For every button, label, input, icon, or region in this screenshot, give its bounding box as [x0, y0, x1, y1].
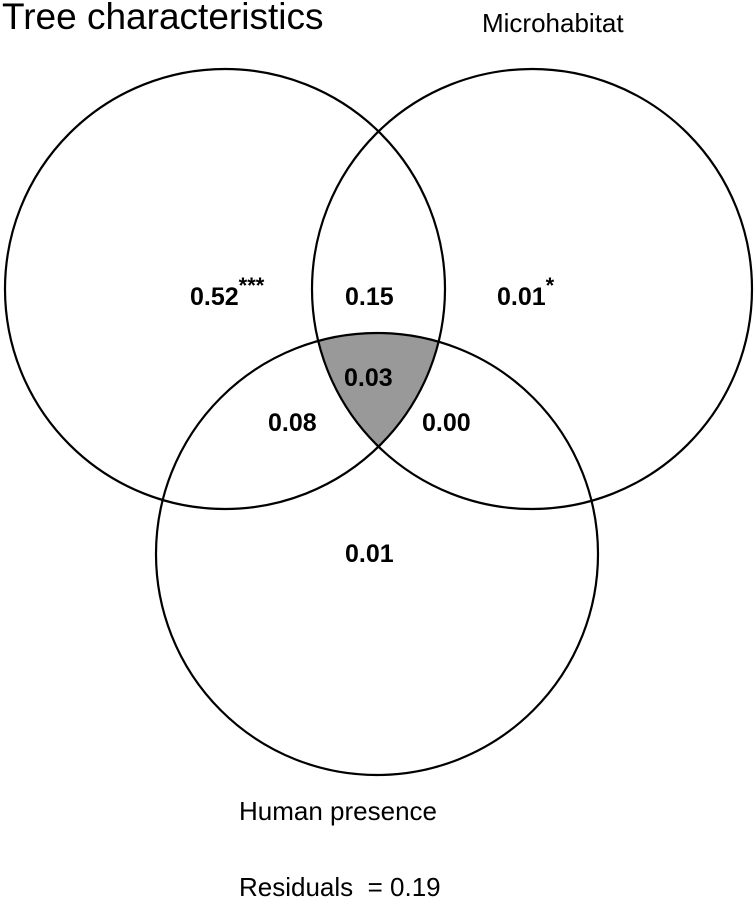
- region-value: 0.52: [190, 283, 239, 311]
- region-tree-microhabitat: 0.15: [345, 283, 394, 311]
- circle-microhabitat: [310, 67, 754, 511]
- circle-human-presence: [154, 331, 600, 777]
- circle-tree-characteristics: [3, 67, 447, 511]
- set-label-microhabitat: Microhabitat: [482, 8, 624, 38]
- set-label-human-presence: Human presence: [239, 796, 437, 826]
- significance-marker: ***: [238, 273, 265, 298]
- significance-marker: *: [545, 273, 555, 298]
- residuals-text: Residuals: [239, 872, 354, 902]
- residuals-value: = 0.19: [367, 872, 441, 902]
- region-tree-only: 0.52***: [190, 273, 264, 312]
- region-microhabitat-human: 0.00: [422, 409, 471, 437]
- region-human-only: 0.01: [345, 540, 394, 568]
- region-tree-human: 0.08: [268, 409, 317, 437]
- region-microhabitat-only: 0.01*: [497, 273, 554, 312]
- region-all-three: 0.03: [344, 364, 393, 392]
- residuals-label: Residuals = 0.19: [239, 872, 441, 903]
- set-label-tree-characteristics: Tree characteristics: [2, 0, 324, 37]
- region-value: 0.01: [497, 283, 546, 311]
